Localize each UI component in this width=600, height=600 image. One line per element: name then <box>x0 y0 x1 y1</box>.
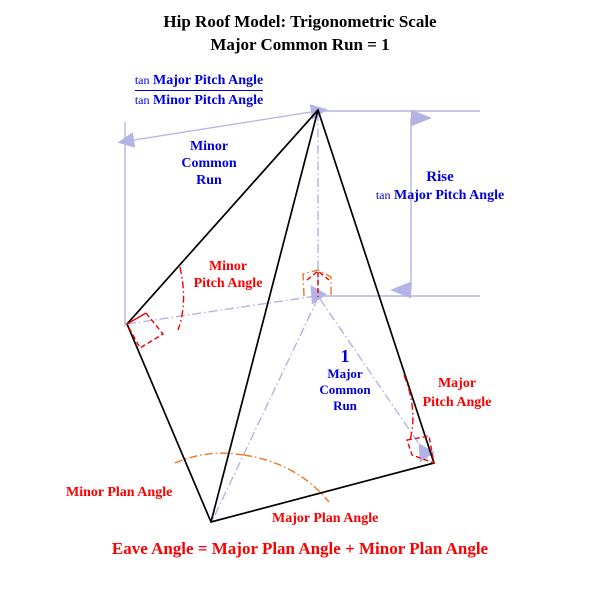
major-common-run-line-2: Common <box>319 382 371 397</box>
major-common-run-value: 1 <box>340 346 350 366</box>
plan-center-red-bracket <box>306 270 330 281</box>
minor-pitch-angle-label: Minor Pitch Angle <box>194 258 263 292</box>
minor-common-run-dimension-arrow <box>117 104 328 148</box>
rise-word: Rise <box>426 169 454 185</box>
page-title: Hip Roof Model: Trigonometric Scale Majo… <box>0 10 600 56</box>
left-eave-right-angle-tick <box>126 312 147 325</box>
minor-plan-angle-label: Minor Plan Angle <box>66 485 173 500</box>
numerator-tan-label: tan <box>134 73 150 87</box>
dimension-lines <box>117 104 480 326</box>
minor-pitch-angle-arc <box>177 266 185 331</box>
left-eave-right-angle-marker <box>126 312 165 349</box>
title-line-2: Major Common Run = 1 <box>210 35 390 54</box>
fraction-bar <box>134 90 264 91</box>
rise-expression-label: Major Pitch Angle <box>394 188 505 203</box>
major-pitch-angle-line-1: Major <box>437 376 477 391</box>
major-pitch-angle-arc <box>403 374 414 441</box>
minor-plan-run-line <box>126 295 317 325</box>
major-common-run-line-1: Major <box>327 366 363 381</box>
numerator-angle-label: Major Pitch Angle <box>152 73 264 88</box>
major-common-run-line-3: Run <box>333 398 357 413</box>
minor-common-run-line-2: Common <box>181 156 237 171</box>
major-plan-run-line <box>212 297 319 520</box>
right-eave-right-angle-marker <box>406 435 435 465</box>
roof-outline <box>126 108 436 524</box>
major-plan-angle-label: Major Plan Angle <box>272 511 379 526</box>
denominator-tan-label: tan <box>134 93 150 107</box>
eave-angle-caption: Eave Angle = Major Plan Angle + Minor Pl… <box>111 539 489 558</box>
plan-construction-lines <box>126 112 319 520</box>
minor-plan-angle-arc <box>174 452 245 464</box>
minor-common-run-line-1: Minor <box>189 139 229 154</box>
angle-markers-orange <box>174 269 332 503</box>
minor-common-run-label: Minor Common Run <box>181 138 236 189</box>
fraction-numerator: tan Major Pitch Angle <box>135 72 263 89</box>
major-common-run-label: 1 Major Common Run <box>319 346 370 414</box>
title-line-1: Hip Roof Model: Trigonometric Scale <box>163 12 437 31</box>
rise-tan-label: tan <box>375 188 391 202</box>
tangent-ratio-fraction: tan Major Pitch Angle tan Minor Pitch An… <box>134 72 264 109</box>
minor-pitch-angle-line-1: Minor <box>208 259 248 274</box>
minor-common-run-line-3: Run <box>196 173 222 188</box>
major-pitch-angle-label: Major Pitch Angle <box>423 374 492 412</box>
major-plan-angle-arc <box>243 454 330 503</box>
denominator-angle-label: Minor Pitch Angle <box>152 93 264 108</box>
major-pitch-angle-line-2: Pitch Angle <box>422 395 492 410</box>
hip-rafter-to-bottom-eave <box>210 109 319 523</box>
major-common-run-dimension-arrow <box>310 285 435 463</box>
angle-markers-red <box>126 266 435 465</box>
plan-center-right-angle-marker <box>302 269 332 297</box>
fraction-denominator: tan Minor Pitch Angle <box>135 92 263 109</box>
rise-label: Rise tan Major Pitch Angle <box>376 168 504 205</box>
minor-pitch-angle-line-2: Pitch Angle <box>193 276 263 291</box>
